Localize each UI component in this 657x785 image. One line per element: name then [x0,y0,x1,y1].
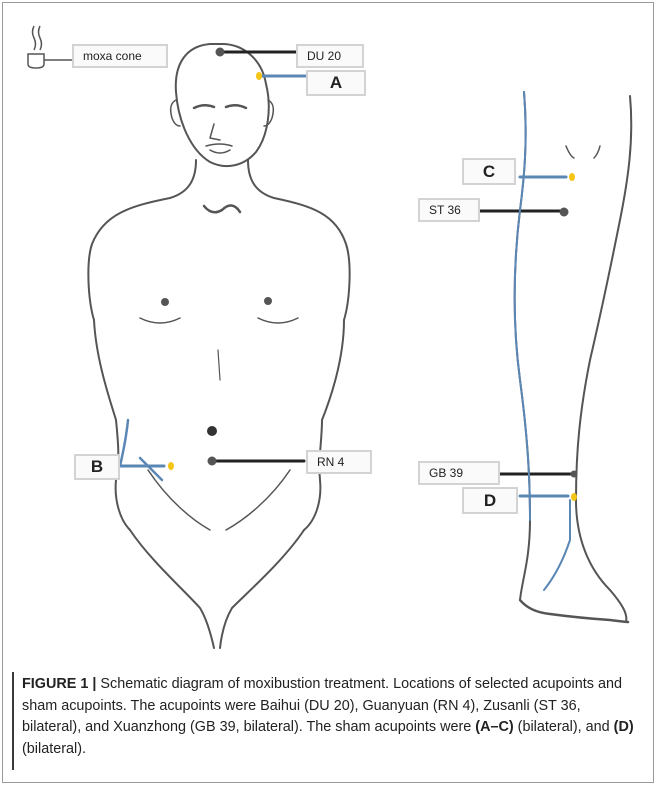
st36-point [560,208,569,217]
body-outline [88,44,349,648]
moxibustion-diagram [0,0,657,670]
caption-sham-ac: (A–C) [475,719,513,735]
sham-d-point [571,493,577,501]
label-moxa-cone: moxa cone [72,44,168,68]
moxa-cone-icon [28,26,72,68]
leg-outline [515,92,632,622]
label-rn4: RN 4 [306,450,372,474]
du20-point [216,48,225,57]
caption-sham-d: (D) [614,719,634,735]
rn4-point [208,457,217,466]
label-c: C [462,158,516,185]
label-d: D [462,487,518,514]
caption-rule [12,672,14,770]
sham-c-point [569,173,575,181]
sham-b-point [168,462,174,470]
acupoint-markers [208,48,578,478]
label-a: A [306,70,366,96]
label-du20: DU 20 [296,44,364,68]
figure-caption: FIGURE 1 | Schematic diagram of moxibust… [22,674,642,760]
label-st36: ST 36 [418,198,480,222]
label-gb39: GB 39 [418,461,500,485]
label-b: B [74,454,120,480]
gb39-point [571,471,578,478]
caption-mid: (bilateral), and [514,719,614,735]
caption-end: (bilateral). [22,741,86,757]
sham-a-point [256,72,262,80]
caption-figure-number: FIGURE 1 | [22,676,96,692]
